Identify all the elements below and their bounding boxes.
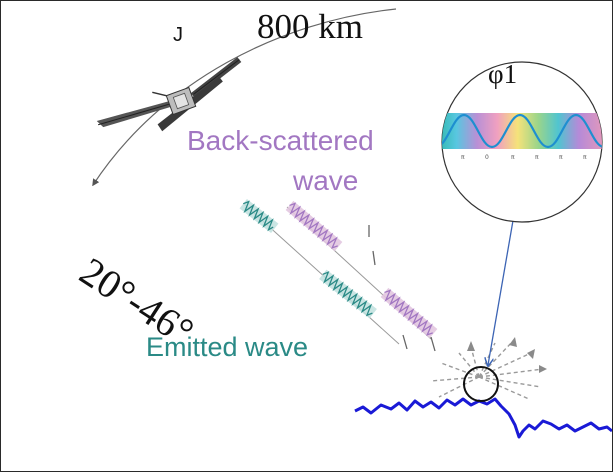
scatter-arrowheads: [467, 337, 547, 373]
backscattered-label: Back-scattered: [187, 125, 374, 156]
backscattered-wave-packet: [285, 200, 343, 252]
phase-label: φ1: [488, 59, 518, 89]
sine-wave-icon: [442, 113, 602, 149]
scattering-rays: [430, 340, 544, 400]
magnifier-pointer: [488, 208, 516, 365]
backscattered-wave-packet: [380, 287, 438, 339]
svg-text:π: π: [583, 154, 587, 161]
backscattered-label-line2: wave: [293, 165, 359, 196]
svg-text:π: π: [511, 154, 515, 161]
emitted-wave-packet: [239, 198, 279, 234]
svg-text:0: 0: [485, 154, 489, 161]
beam-ticks: [368, 225, 436, 352]
altitude-label: 800 km: [257, 7, 363, 46]
emitted-wave-label: Emitted wave: [146, 332, 309, 362]
svg-text:π: π: [535, 154, 539, 161]
satellite-icon: [96, 57, 242, 132]
emitted-wave-packet: [319, 269, 377, 319]
marker-label: J: [173, 24, 183, 46]
orbit-track: [92, 8, 397, 187]
scatter-target-circle: [463, 366, 499, 402]
svg-text:π: π: [559, 154, 563, 161]
svg-text:π: π: [461, 154, 465, 161]
phase-strip: π 0 π π π π: [442, 113, 602, 161]
terrain-profile: [354, 397, 612, 439]
